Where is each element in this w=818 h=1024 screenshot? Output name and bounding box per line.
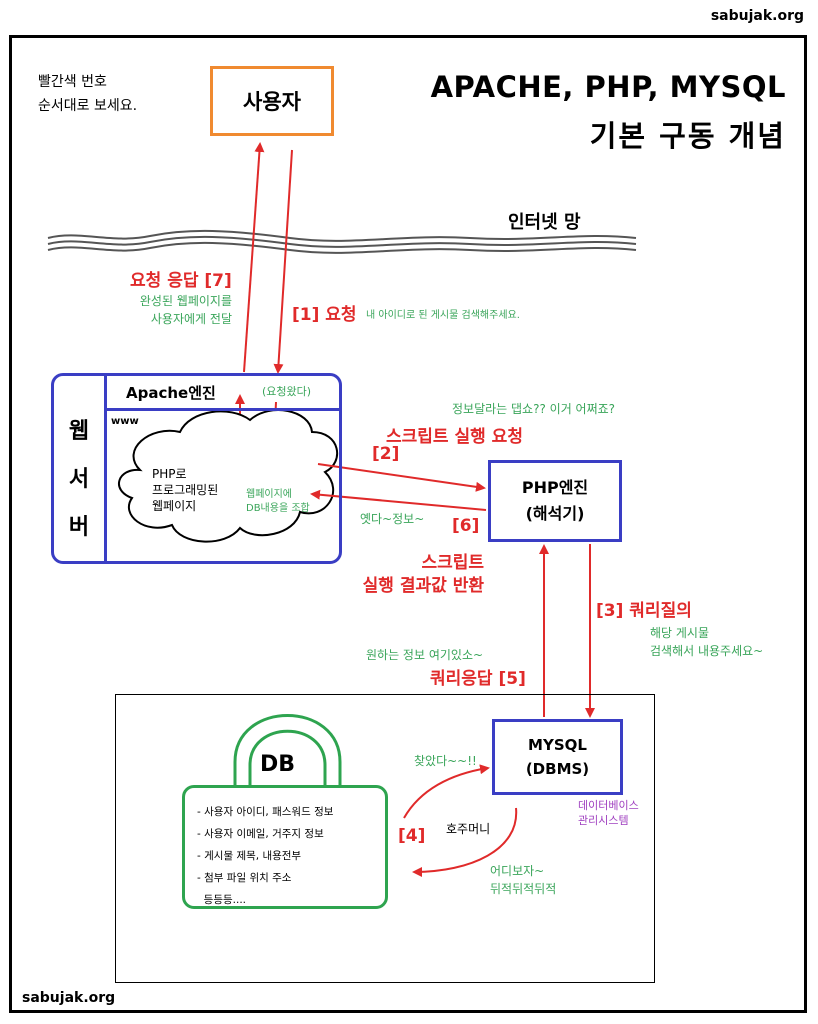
db-item: - 사용자 이메일, 거주지 정보 [197, 828, 324, 840]
info-request-comment: 정보달라는 댑쇼?? 이거 어쩌죠? [452, 402, 616, 416]
arrow-step1 [273, 149, 293, 374]
webserver-label-char: 버 [68, 515, 90, 540]
step3-desc-line: 검색해서 내용주세요~ [650, 644, 764, 658]
php-page-label: PHP로 프로그래밍된 웹페이지 [152, 466, 218, 514]
php-engine-line: PHP엔진 [521, 478, 589, 497]
dbms-desc-line: 관리시스템 [578, 814, 629, 827]
arrow-step7 [243, 142, 265, 373]
arrow-step4-up [403, 764, 490, 819]
internet-line [47, 229, 637, 242]
mysql-box: MYSQL (DBMS) [492, 719, 623, 795]
db-item: 등등등.... [197, 894, 247, 906]
dbms-desc-line: 데이터베이스 [578, 799, 639, 812]
info-reply-comment: 옛다~정보~ [360, 512, 425, 526]
db-area [115, 694, 655, 983]
search-comment-line: 뒤적뒤적뒤적 [490, 882, 557, 896]
watermark-top: sabujak.org [710, 8, 804, 24]
php-engine-line: (해석기) [525, 504, 585, 523]
found-comment: 찾았다~~!! [414, 754, 477, 768]
webserver-label: 웹 서 버 [64, 408, 94, 552]
step6-num: [6] [452, 516, 480, 536]
php-page-cloud [118, 409, 339, 543]
combine-label: 웹페이지에 DB내용을 조합 [246, 488, 310, 516]
step7-desc-line: 사용자에게 전달 [150, 312, 232, 326]
requested-label: (요청왔다) [262, 385, 312, 398]
step3-desc: 해당 게시물 검색해서 내용주세요~ [650, 624, 763, 660]
php-engine-box: PHP엔진 (해석기) [488, 460, 622, 542]
search-comment: 어디보자~ 뒤적뒤적뒤적 [490, 862, 556, 898]
search-comment-line: 어디보자~ [490, 864, 545, 878]
www-label: www [111, 416, 139, 427]
webserver-divider [104, 375, 107, 562]
user-label: 사용자 [243, 90, 301, 114]
step6-title: 스크립트 실행 결과값 반환 [336, 552, 484, 598]
dbms-desc: 데이터베이스 관리시스템 [578, 798, 639, 828]
php-page-line: PHP로 [152, 467, 187, 481]
diagram-title-line1: APACHE, PHP, MYSQL [430, 70, 786, 104]
combine-line: DB내용을 조합 [246, 503, 310, 514]
reading-note: 빨간색 번호 순서대로 보세요. [38, 70, 137, 118]
webserver-label-char: 서 [68, 467, 90, 492]
php-page-line: 프로그래밍된 [152, 483, 219, 497]
step2-title: 스크립트 실행 요청 [386, 427, 523, 447]
step7-label: 요청 응답 [7] [130, 271, 232, 291]
apache-divider [106, 408, 340, 411]
step6-title-line: 실행 결과값 반환 [362, 576, 484, 596]
php-page-line: 웹페이지 [152, 499, 197, 513]
step4-num: [4] [398, 826, 426, 846]
apache-label: Apache엔진 [126, 384, 216, 402]
combine-line: 웹페이지에 [246, 489, 292, 500]
step5-comment: 원하는 정보 여기있소~ [366, 648, 484, 662]
step3-label: [3] 쿼리질의 [596, 601, 692, 621]
step1-desc: 내 아이디로 된 게시물 검색해주세요. [366, 310, 520, 321]
internet-line [47, 235, 637, 248]
user-box: 사용자 [210, 66, 334, 136]
db-item: - 사용자 아이디, 패스워드 정보 [197, 806, 334, 818]
webserver-box [51, 373, 342, 564]
internet-label: 인터넷 망 [508, 212, 581, 233]
webserver-label-char: 웹 [68, 419, 90, 444]
hojumeoni-label: 호주머니 [446, 822, 491, 836]
db-lock-body [182, 785, 388, 909]
diagram-frame [9, 35, 807, 1013]
step5-label: 쿼리응답 [5] [430, 669, 526, 689]
db-items: - 사용자 아이디, 패스워드 정보 - 사용자 이메일, 거주지 정보 - 게… [197, 801, 333, 911]
diagram-title-line2: 기본 구동 개념 [589, 119, 786, 153]
db-item: - 첨부 파일 위치 주소 [197, 872, 292, 884]
step1-label: [1] 요청 [292, 305, 357, 325]
watermark-bottom: sabujak.org [22, 990, 116, 1006]
db-shackle [248, 729, 327, 787]
db-shackle [233, 714, 342, 787]
mysql-line: MYSQL [528, 736, 587, 754]
step2-num: [2] [372, 444, 400, 464]
db-item: - 게시물 제목, 내용전부 [197, 850, 302, 862]
step3-desc-line: 해당 게시물 [650, 626, 710, 640]
note-line: 순서대로 보세요. [38, 98, 138, 114]
step7-desc-line: 완성된 웹페이지를 [139, 294, 232, 308]
db-label: DB [260, 752, 296, 777]
arrow-step4-down [412, 807, 518, 877]
step7-desc: 완성된 웹페이지를 사용자에게 전달 [104, 292, 232, 328]
mysql-line: (DBMS) [525, 760, 590, 778]
internet-line [47, 241, 637, 254]
step6-title-line: 스크립트 [421, 553, 484, 573]
note-line: 빨간색 번호 [38, 74, 107, 90]
arrow-step2 [317, 463, 486, 492]
